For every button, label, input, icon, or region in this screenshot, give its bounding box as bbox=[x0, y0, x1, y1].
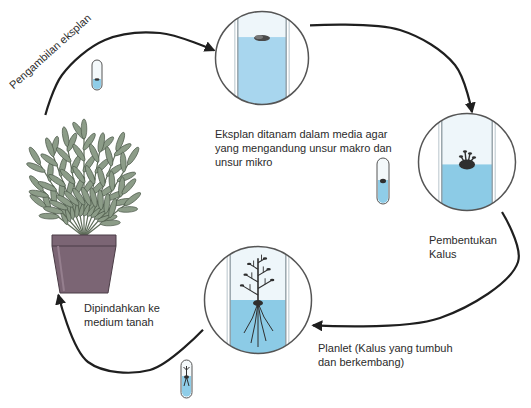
cycle-arrow bbox=[313, 212, 519, 326]
magnifier-circle bbox=[419, 114, 516, 211]
stage-caption: Planlet (Kalus yang tumbuh dan berkemban… bbox=[318, 342, 473, 370]
test-tube bbox=[92, 60, 102, 90]
culture-stage: Pembentukan Kalus bbox=[417, 112, 517, 212]
plant-foliage bbox=[26, 119, 143, 237]
magnified-tube bbox=[203, 245, 313, 408]
magnified-tube bbox=[214, 10, 310, 133]
plant-illustration bbox=[12, 115, 157, 295]
culture-illustration bbox=[417, 112, 517, 212]
potted-plant bbox=[12, 115, 157, 295]
stage-caption: Eksplan ditanam dalam media agar yang me… bbox=[215, 128, 397, 169]
magnified-tube bbox=[417, 112, 517, 264]
magnifier-circle bbox=[205, 247, 312, 354]
magnifier-circle bbox=[216, 12, 309, 105]
cycle-arrow bbox=[58, 295, 203, 373]
test-tube bbox=[377, 158, 389, 204]
edge-label: Pengambilan eksplan bbox=[6, 12, 93, 93]
edge-label: Dipindahkan ke medium tanah bbox=[84, 302, 176, 330]
flower-pot bbox=[52, 235, 116, 293]
culture-stage: Eksplan ditanam dalam media agar yang me… bbox=[214, 10, 310, 106]
test-tube bbox=[181, 360, 192, 398]
cycle-arrow bbox=[310, 25, 472, 112]
cycle-arrow bbox=[45, 32, 214, 115]
culture-stage: Planlet (Kalus yang tumbuh dan berkemban… bbox=[203, 245, 313, 355]
culture-illustration bbox=[214, 10, 310, 106]
culture-illustration bbox=[203, 245, 313, 355]
stage-caption: Pembentukan Kalus bbox=[429, 234, 501, 262]
